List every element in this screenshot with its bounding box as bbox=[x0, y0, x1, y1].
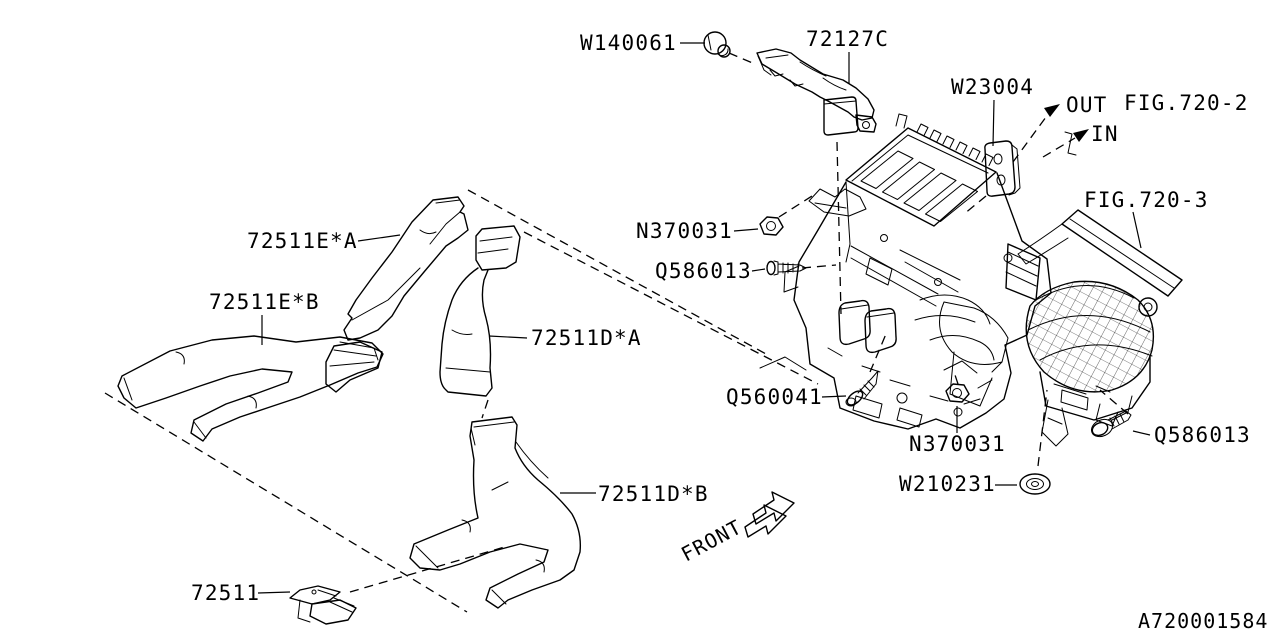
part-label-q586013-right[interactable]: Q586013 bbox=[1154, 423, 1251, 447]
part-label-w210231[interactable]: W210231 bbox=[899, 472, 996, 496]
label-group-fig720-2: FIG.720-2 bbox=[1124, 91, 1249, 115]
flow-label-in: IN bbox=[1091, 122, 1119, 146]
bracket-w23004-drawing bbox=[984, 140, 1021, 197]
duct-72127c-drawing bbox=[756, 48, 877, 136]
flow-label-out: OUT bbox=[1066, 93, 1108, 117]
label-group-72511d-a: 72511D*A bbox=[488, 326, 642, 350]
label-group-q586013-right: Q586013 bbox=[1132, 423, 1251, 447]
nut-n370031-top-icon bbox=[759, 216, 784, 236]
label-group-72511e-a: 72511E*A bbox=[247, 229, 401, 253]
label-group-out: OUT bbox=[1066, 93, 1108, 117]
label-group-72511e-b: 72511E*B bbox=[209, 290, 320, 345]
duct-72511d-b-drawing bbox=[409, 416, 582, 609]
duct-72511e-b-drawing bbox=[117, 335, 384, 442]
label-group-in: IN bbox=[1091, 122, 1119, 146]
front-arrow-outline-top bbox=[752, 491, 795, 525]
duct-72511d-a-drawing bbox=[439, 225, 521, 397]
labels: W140061 72127C W23004 OUT FIG.720-2 IN F… bbox=[191, 27, 1268, 633]
front-direction-label: FRONT bbox=[677, 515, 746, 567]
break-line bbox=[1064, 131, 1077, 156]
label-group-n370031-top: N370031 bbox=[636, 219, 759, 243]
part-label-72127c[interactable]: 72127C bbox=[806, 27, 889, 51]
label-group-front: FRONT bbox=[677, 515, 746, 567]
figure-ref-720-2[interactable]: FIG.720-2 bbox=[1124, 91, 1249, 115]
part-label-72511d-b[interactable]: 72511D*B bbox=[598, 482, 709, 506]
part-label-w23004[interactable]: W23004 bbox=[951, 75, 1034, 99]
figure-ref-720-3[interactable]: FIG.720-3 bbox=[1084, 188, 1209, 212]
fasteners bbox=[759, 216, 1132, 495]
nut-n370031-bottom-icon bbox=[945, 383, 970, 403]
heater-unit-drawing bbox=[783, 113, 1052, 430]
label-group-72127c: 72127C bbox=[806, 27, 889, 84]
flow-arrows bbox=[1012, 104, 1089, 163]
clip-w140061-drawing bbox=[703, 31, 731, 58]
part-label-w140061[interactable]: W140061 bbox=[580, 31, 677, 55]
in-arrowhead bbox=[1073, 129, 1089, 142]
part-label-n370031-bottom[interactable]: N370031 bbox=[909, 432, 1006, 456]
screw-q560041-icon bbox=[845, 370, 879, 407]
part-label-72511[interactable]: 72511 bbox=[191, 581, 260, 605]
part-label-72511d-a[interactable]: 72511D*A bbox=[531, 326, 642, 350]
part-label-q586013-mid[interactable]: Q586013 bbox=[655, 259, 752, 283]
grommet-w210231-icon bbox=[1019, 473, 1051, 495]
part-label-72511e-b[interactable]: 72511E*B bbox=[209, 290, 320, 314]
label-group-w23004: W23004 bbox=[951, 75, 1034, 147]
label-group-fig720-3: FIG.720-3 bbox=[1084, 188, 1209, 249]
front-arrow bbox=[744, 491, 795, 538]
bolt-q586013-right-icon bbox=[1090, 410, 1132, 438]
label-group-diagram-id: A720001584 bbox=[1138, 609, 1268, 633]
part-label-q560041[interactable]: Q560041 bbox=[726, 385, 823, 409]
screw-q586013-mid-icon bbox=[766, 260, 807, 276]
part-label-n370031-top[interactable]: N370031 bbox=[636, 219, 733, 243]
out-arrowhead bbox=[1044, 104, 1060, 117]
label-group-72511d-b: 72511D*B bbox=[560, 482, 709, 506]
diagram-id: A720001584 bbox=[1138, 609, 1268, 633]
construction-lines bbox=[104, 52, 1129, 613]
blower-unit-drawing bbox=[1017, 209, 1183, 447]
label-group-q560041: Q560041 bbox=[726, 385, 847, 409]
label-group-72511: 72511 bbox=[191, 581, 291, 605]
part-label-72511e-a[interactable]: 72511E*A bbox=[247, 229, 358, 253]
label-group-q586013-mid: Q586013 bbox=[655, 259, 766, 283]
duct-72511e-a-drawing bbox=[325, 196, 469, 393]
label-group-w210231: W210231 bbox=[899, 472, 1017, 496]
label-group-w140061: W140061 bbox=[580, 31, 705, 55]
front-arrow-outline-bottom bbox=[744, 504, 787, 538]
label-group-n370031-bottom: N370031 bbox=[909, 406, 1006, 456]
bracket-72511-drawing bbox=[289, 585, 357, 625]
